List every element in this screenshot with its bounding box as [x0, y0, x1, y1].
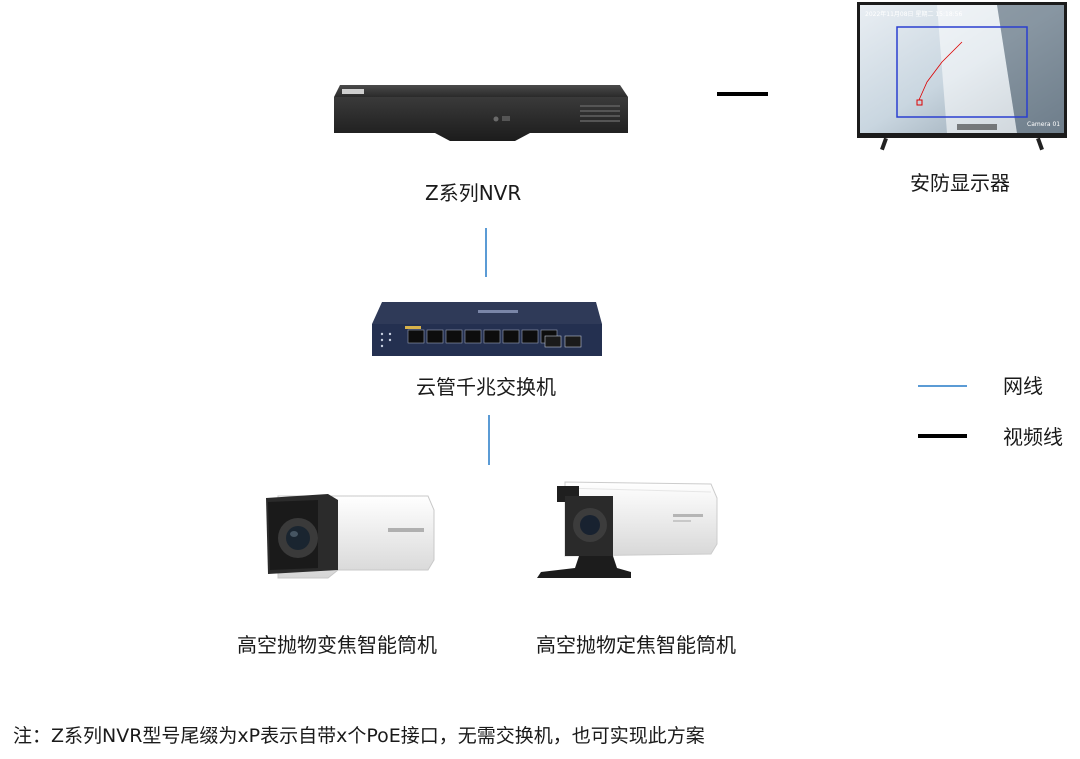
svg-text:2022年11月08日 星期二 15:18:56: 2022年11月08日 星期二 15:18:56 [865, 10, 962, 18]
legend-video-cable-swatch [918, 434, 967, 438]
network-cable-nvr-switch [485, 228, 487, 277]
switch-label: 云管千兆交换机 [416, 375, 556, 399]
footnote: 注：Z系列NVR型号尾缀为xP表示自带x个PoE接口，无需交换机，也可实现此方案 [13, 725, 705, 747]
network-cable-switch-cameras [488, 415, 490, 465]
nvr-brand-logo [342, 89, 364, 94]
camera-zoom-bullet [258, 490, 438, 582]
video-cable-nvr-monitor [717, 92, 768, 96]
security-monitor: 2022年11月08日 星期二 15:18:56 Camera 01 [857, 2, 1067, 154]
legend-video-cable-label: 视频线 [1003, 425, 1063, 449]
camera-zoom-label: 高空抛物变焦智能筒机 [237, 633, 437, 657]
legend-network-cable-swatch [918, 385, 967, 387]
cloud-gigabit-switch [368, 298, 604, 360]
camera-fixed-label: 高空抛物定焦智能筒机 [536, 633, 736, 657]
nvr-label: Z系列NVR [425, 181, 522, 205]
svg-text:Camera 01: Camera 01 [1027, 121, 1060, 128]
camera-zoom-brand-logo [388, 528, 424, 532]
monitor-label: 安防显示器 [910, 171, 1010, 195]
nvr-device [330, 75, 630, 145]
camera-fixed-brand-logo [673, 514, 703, 517]
camera-fixed-bullet [535, 478, 720, 584]
legend-network-cable-label: 网线 [1003, 374, 1043, 398]
